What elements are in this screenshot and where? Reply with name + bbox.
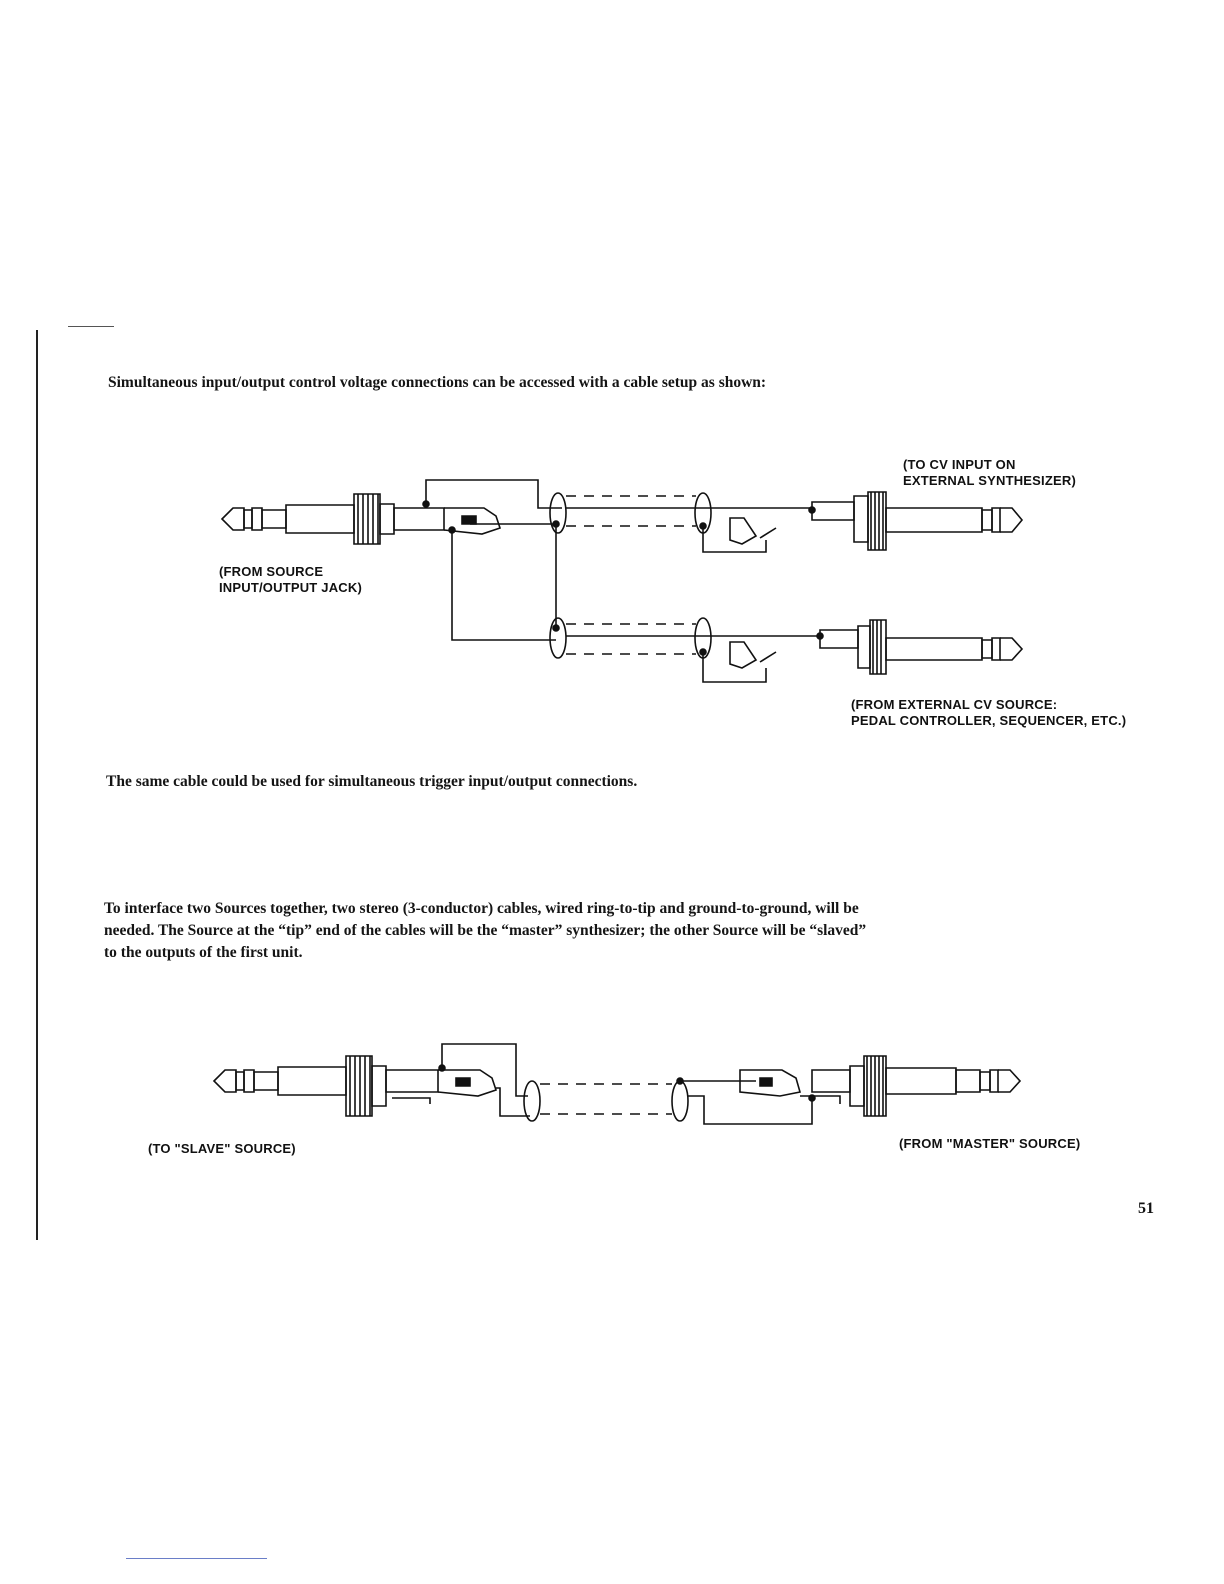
- label-to-cv-input: (TO CV INPUT ON EXTERNAL SYNTHESIZER): [903, 457, 1076, 488]
- trigger-paragraph: The same cable could be used for simulta…: [106, 773, 638, 790]
- top-left-dash: [68, 326, 114, 327]
- label-from-source-jack: (FROM SOURCE INPUT/OUTPUT JACK): [219, 564, 362, 595]
- right-plug-2: [740, 1056, 1020, 1116]
- right-plug-lower: [730, 620, 1022, 674]
- label-from-master-source: (FROM "MASTER" SOURCE): [899, 1136, 1081, 1151]
- right-plug-upper: [730, 492, 1022, 550]
- bottom-link-line: [126, 1558, 267, 1559]
- intro-paragraph: Simultaneous input/output control voltag…: [108, 374, 767, 391]
- page-number: 51: [1138, 1200, 1154, 1217]
- label-from-external-cv: (FROM EXTERNAL CV SOURCE: PEDAL CONTROLL…: [851, 697, 1127, 728]
- interface-paragraph: To interface two Sources together, two s…: [104, 900, 867, 961]
- left-margin-line: [36, 330, 38, 1240]
- label-to-slave-source: (TO "SLAVE" SOURCE): [148, 1141, 296, 1156]
- left-plug-2: [214, 1056, 496, 1116]
